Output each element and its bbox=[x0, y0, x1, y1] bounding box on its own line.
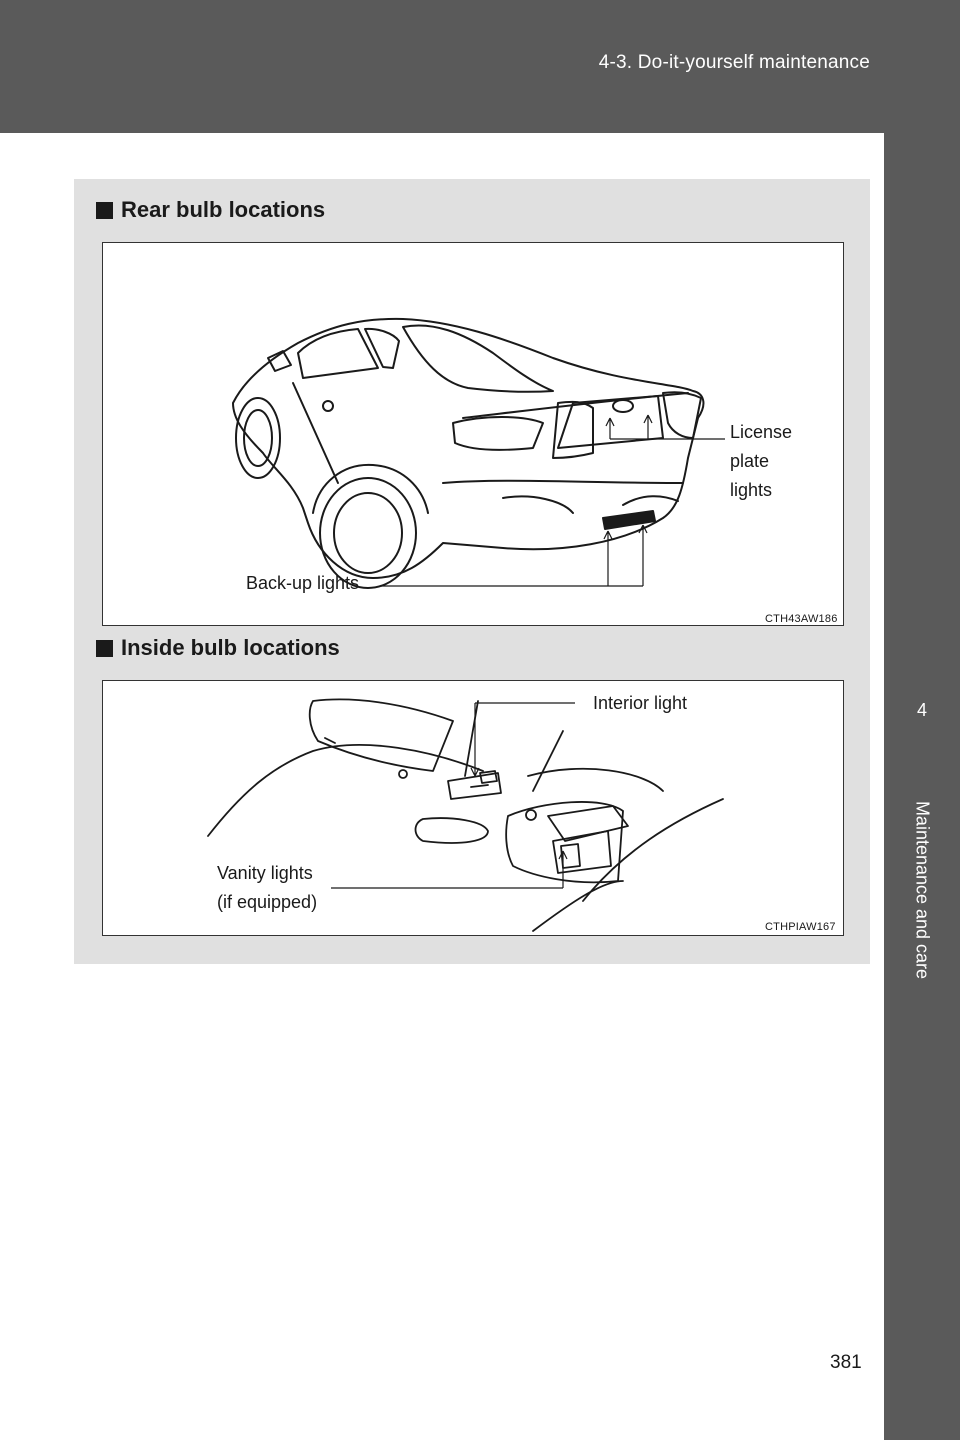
license-plate-lights-label: License plate lights bbox=[730, 418, 792, 505]
square-bullet-icon bbox=[96, 640, 113, 657]
inside-bulb-heading: Inside bulb locations bbox=[96, 635, 340, 661]
chapter-number: 4 bbox=[884, 700, 960, 721]
rear-bulb-heading: Rear bulb locations bbox=[96, 197, 325, 223]
interior-light-label: Interior light bbox=[593, 689, 687, 718]
back-up-lights-label: Back-up lights bbox=[246, 569, 359, 598]
inside-figure-code: CTHPIAW167 bbox=[765, 921, 836, 933]
inside-bulb-figure: Interior light Vanity lights (if equippe… bbox=[102, 680, 844, 936]
rear-bulb-heading-text: Rear bulb locations bbox=[121, 197, 325, 223]
rear-bulb-figure: License plate lights Back-up lights CTH4… bbox=[102, 242, 844, 626]
content-panel: Rear bulb locations bbox=[74, 179, 870, 964]
square-bullet-icon bbox=[96, 202, 113, 219]
interior-illustration bbox=[103, 681, 845, 937]
inside-bulb-heading-text: Inside bulb locations bbox=[121, 635, 340, 661]
vanity-lights-label: Vanity lights (if equipped) bbox=[217, 859, 317, 917]
rear-figure-code: CTH43AW186 bbox=[765, 613, 838, 625]
page-number: 381 bbox=[830, 1352, 862, 1374]
side-tab-upper bbox=[884, 133, 960, 669]
section-title: 4-3. Do-it-yourself maintenance bbox=[599, 52, 870, 74]
chapter-name: Maintenance and care bbox=[912, 801, 933, 979]
